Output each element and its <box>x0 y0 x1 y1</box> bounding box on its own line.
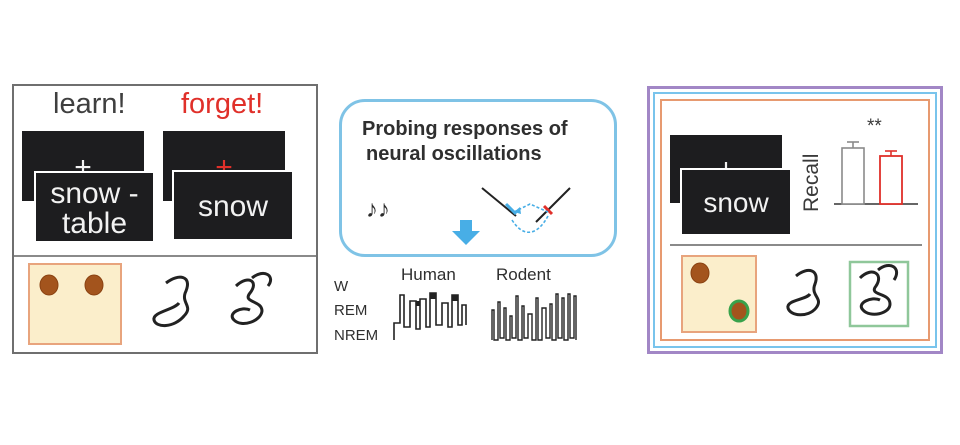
rodent-path-icon-3 <box>786 268 820 317</box>
probe-callout-box <box>339 99 617 257</box>
probe-title-line1: Probing responses of <box>362 118 568 140</box>
novel-object <box>728 299 750 323</box>
red-marker <box>542 204 554 216</box>
right-object-task-graphic <box>681 255 910 333</box>
dashed-arc <box>511 215 549 234</box>
oscillation-probe-icon <box>481 187 571 234</box>
single-cue-screen: snow <box>172 170 294 241</box>
rodent-path-icon-2 <box>230 272 273 325</box>
arena-box <box>28 263 122 345</box>
rodent-hypnogram <box>491 293 577 341</box>
state-label-wake: W <box>334 278 349 295</box>
probe-line-right <box>535 187 571 223</box>
test-panel-inner-frame <box>660 99 930 341</box>
learning-panel <box>12 84 318 354</box>
human-hypnogram <box>393 292 467 340</box>
familiar-object <box>690 262 710 284</box>
recall-bar-learn <box>841 147 865 205</box>
recall-bar-chart <box>834 141 918 205</box>
species-label-human: Human <box>401 265 456 284</box>
test-panel-outer-frame <box>647 86 943 354</box>
left-object-task-graphic <box>28 263 273 345</box>
species-label-rodent: Rodent <box>496 265 551 284</box>
highlight-box <box>848 260 910 328</box>
left-panel-divider <box>14 255 316 257</box>
state-label-nrem: NREM <box>334 327 379 344</box>
rodent-path-icon <box>152 275 190 327</box>
down-arrow-icon <box>452 220 480 245</box>
state-label-rem: REM <box>334 302 368 319</box>
learn-label: learn! <box>53 88 126 120</box>
right-panel-divider <box>670 244 922 246</box>
recall-bar-forget <box>879 155 903 205</box>
arrow-head <box>514 207 521 214</box>
recall-axis-label: Recall <box>800 153 823 212</box>
pair-cue-word1: snow - <box>50 177 139 210</box>
single-cue-word: snow <box>197 190 269 223</box>
significance-marker: ** <box>867 116 882 137</box>
test-cue-screen: snow <box>680 168 792 236</box>
forget-label: forget! <box>181 88 264 120</box>
probe-title-line2: neural oscillations <box>366 143 542 165</box>
object-marker-right <box>84 274 104 296</box>
object-marker-left <box>39 274 59 296</box>
test-cue-word: snow <box>703 187 769 218</box>
probe-line-left <box>481 187 517 217</box>
pair-cue-word2: table <box>61 207 128 240</box>
rodent-path-icon-4 <box>858 264 899 316</box>
music-note-icon: ♪♪ <box>366 196 390 223</box>
pair-cue-screen: snow - table <box>34 171 155 243</box>
test-panel-middle-frame <box>653 92 937 348</box>
probe-title: Probing responses of neural oscillations <box>362 117 568 167</box>
